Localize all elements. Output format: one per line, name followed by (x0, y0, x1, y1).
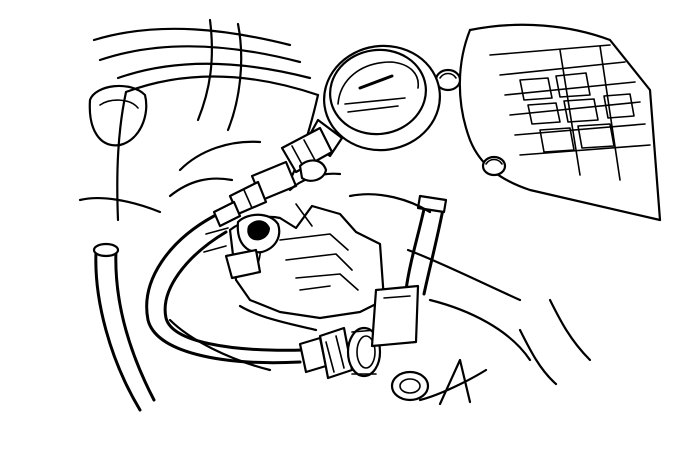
hose-fitting (298, 326, 382, 380)
fuel-hose (145, 214, 306, 365)
bolt-right (481, 155, 507, 177)
rail-cap (298, 159, 328, 182)
fuel-rail (203, 203, 386, 320)
pressure-gauge (280, 44, 441, 174)
left-cap (78, 84, 162, 214)
valve-cover (458, 23, 662, 222)
lower-engine-contours (168, 140, 592, 406)
intake-tube (92, 18, 320, 222)
bolt-lower (390, 370, 430, 402)
left-hose (92, 242, 156, 412)
vacuum-pipe (370, 194, 448, 348)
